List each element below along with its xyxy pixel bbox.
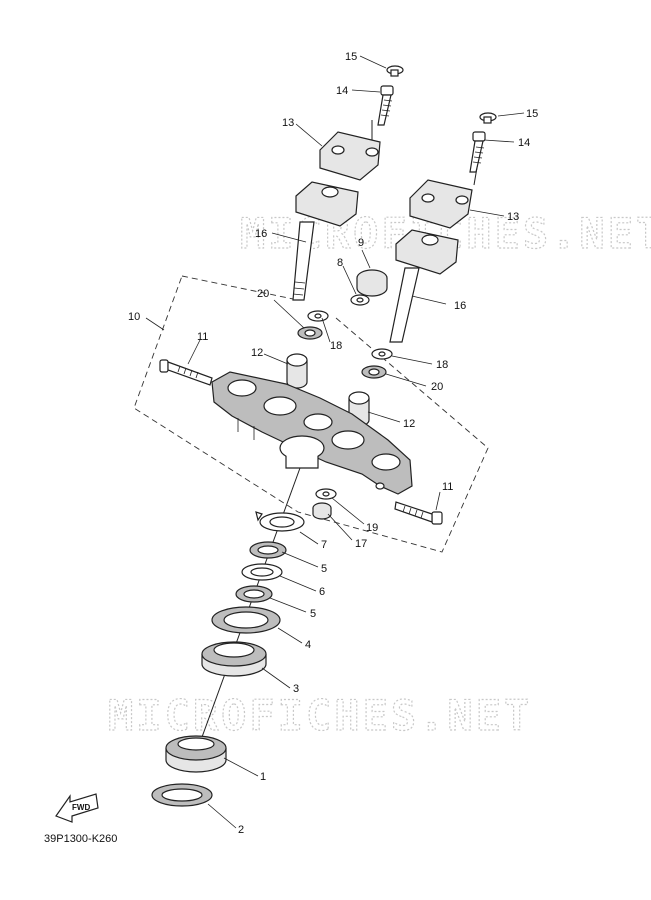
- callout-7: 7: [321, 539, 327, 551]
- callout-4: 4: [305, 639, 311, 651]
- ring-nut-5-upper: [249, 541, 287, 559]
- fwd-label: FWD: [72, 803, 90, 812]
- washer-18-right: [371, 348, 393, 360]
- handlebar-holder-16-right: [389, 229, 459, 343]
- callout-10: 10: [128, 311, 140, 323]
- handlebar-clamp-13-right: [409, 179, 473, 229]
- callout-5-upper: 5: [321, 563, 327, 575]
- pinch-bolt-11-right: [394, 501, 443, 525]
- callout-17: 17: [355, 538, 367, 550]
- lower-bearing-1: [165, 735, 227, 773]
- callout-11-right: 11: [442, 481, 453, 493]
- washer-19: [315, 488, 337, 500]
- callout-15-right: 15: [526, 108, 538, 120]
- collar-12-left: [286, 353, 308, 389]
- callout-12-right: 12: [403, 418, 415, 430]
- callout-12-left: 12: [251, 347, 263, 359]
- ring-nut-5-lower: [235, 585, 273, 603]
- callout-14-left: 14: [336, 85, 348, 97]
- nut-17: [312, 502, 332, 520]
- leader-lines: [145, 55, 525, 829]
- damper-20-left: [297, 326, 323, 340]
- damper-20-right: [361, 365, 387, 379]
- diagram-code: 39P1300-K260: [44, 833, 117, 845]
- handlebar-holder-16-left: [292, 181, 359, 301]
- washer-8: [350, 294, 370, 306]
- washer-6: [241, 563, 283, 581]
- callout-13-right: 13: [507, 211, 519, 223]
- bolt-14-left: [377, 85, 394, 126]
- callout-14-right: 14: [518, 137, 530, 149]
- callout-18-left: 18: [330, 340, 342, 352]
- cap-15-right: [479, 112, 497, 124]
- cap-15-left: [386, 65, 404, 77]
- callout-2: 2: [238, 824, 244, 836]
- lock-washer-7: [255, 511, 305, 532]
- callout-16-right: 16: [454, 300, 466, 312]
- handlebar-clamp-13-left: [319, 131, 381, 181]
- callout-6: 6: [319, 586, 325, 598]
- callout-3: 3: [293, 683, 299, 695]
- washer-18-left: [307, 310, 329, 322]
- callout-18-right: 18: [436, 359, 448, 371]
- callout-1: 1: [260, 771, 266, 783]
- upper-triple-clamp: [211, 371, 413, 495]
- callout-13-left: 13: [282, 117, 294, 129]
- callout-11-left: 11: [197, 331, 208, 343]
- bolt-14-right: [469, 131, 486, 173]
- pinch-bolt-11-left: [159, 359, 213, 386]
- callout-9: 9: [358, 237, 364, 249]
- watermark-bottom: MICROFICHES.NET: [108, 691, 532, 740]
- fwd-arrow-icon: FWD: [55, 793, 99, 823]
- callout-19: 19: [366, 522, 378, 534]
- dust-seal-2: [151, 783, 213, 807]
- callout-16-left: 16: [255, 228, 267, 240]
- callout-20-left: 20: [257, 288, 269, 300]
- bearing-cover-4: [211, 606, 281, 634]
- callout-8: 8: [337, 257, 343, 269]
- upper-bearing-3: [201, 641, 267, 677]
- callout-20-right: 20: [431, 381, 443, 393]
- crown-assembly-boundary: [133, 275, 489, 553]
- steering-stem-nut-9: [356, 269, 388, 297]
- callout-5-lower: 5: [310, 608, 316, 620]
- callout-15-left: 15: [345, 51, 357, 63]
